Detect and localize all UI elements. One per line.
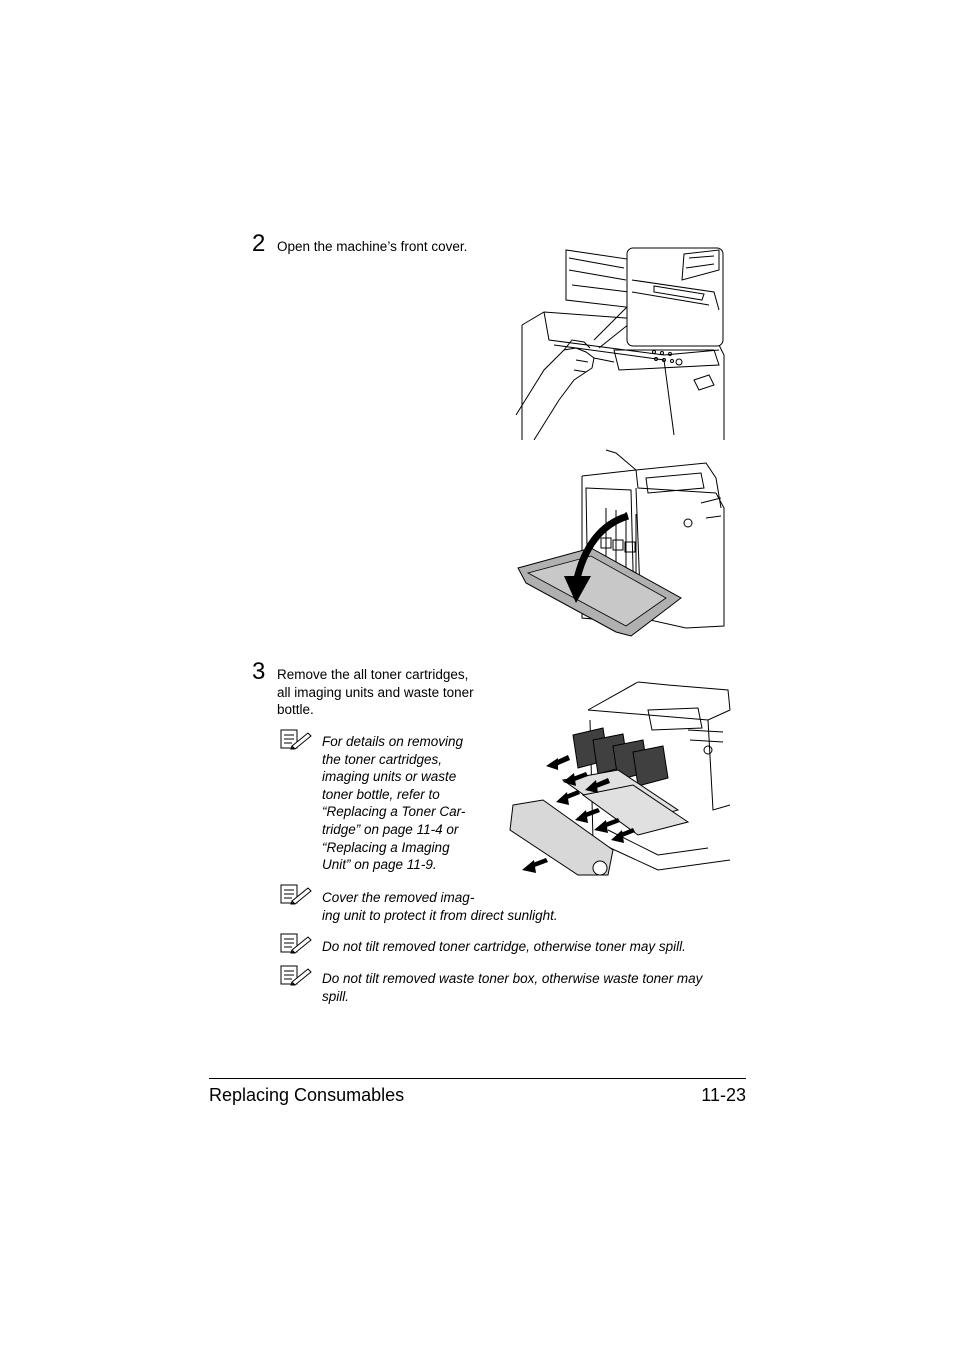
step-3-number: 3 <box>252 658 266 685</box>
text-line: Open the machine’s front cover. <box>277 239 468 254</box>
footer-rule <box>209 1078 746 1079</box>
text-line: Do not tilt removed toner cartridge, oth… <box>322 939 686 954</box>
text-line: “Replacing a Imaging <box>322 839 450 855</box>
note-pencil-icon <box>280 965 312 986</box>
footer-section-title: Replacing Consumables <box>209 1085 405 1105</box>
figure-front-cover-open <box>517 449 725 637</box>
text-line: spill. <box>322 988 350 1004</box>
text-line: ing unit to protect it from direct sunli… <box>322 907 558 923</box>
note-cover-imaging-unit: Cover the removed imag- ing unit to prot… <box>322 889 558 924</box>
text-line: For details on removing <box>322 734 464 749</box>
text-line: Unit” on page 11-9. <box>322 857 437 873</box>
figure-remove-cartridges <box>509 681 731 876</box>
text-line: toner bottle, refer to <box>322 786 440 802</box>
step-2-number: 2 <box>252 230 266 257</box>
step-3-text: Remove the all toner cartridges, all ima… <box>277 666 474 719</box>
text-line: “Replacing a Toner Car- <box>322 804 466 820</box>
text-line: Remove the all toner cartridges, <box>277 667 469 682</box>
step-2-text: Open the machine’s front cover. <box>277 238 467 256</box>
note-details-removal: For details on removing the toner cartri… <box>322 733 465 874</box>
text-line: imaging units or waste <box>322 769 457 785</box>
note-pencil-icon <box>280 933 312 954</box>
text-line: bottle. <box>277 702 314 718</box>
footer-page-number: 11-23 <box>701 1085 746 1105</box>
note-waste-toner-tilt: Do not tilt removed waste toner box, oth… <box>322 970 702 1005</box>
text-line: tridge” on page 11-4 or <box>322 821 459 837</box>
text-line: all imaging units and waste toner <box>277 684 474 700</box>
note-pencil-icon <box>280 729 312 750</box>
note-toner-tilt: Do not tilt removed toner cartridge, oth… <box>322 938 686 956</box>
figure-open-cover-hand <box>515 247 725 440</box>
note-pencil-icon <box>280 884 312 905</box>
text-line: Do not tilt removed waste toner box, oth… <box>322 971 703 986</box>
text-line: Cover the removed imag- <box>322 890 475 905</box>
text-line: the toner cartridges, <box>322 751 443 767</box>
